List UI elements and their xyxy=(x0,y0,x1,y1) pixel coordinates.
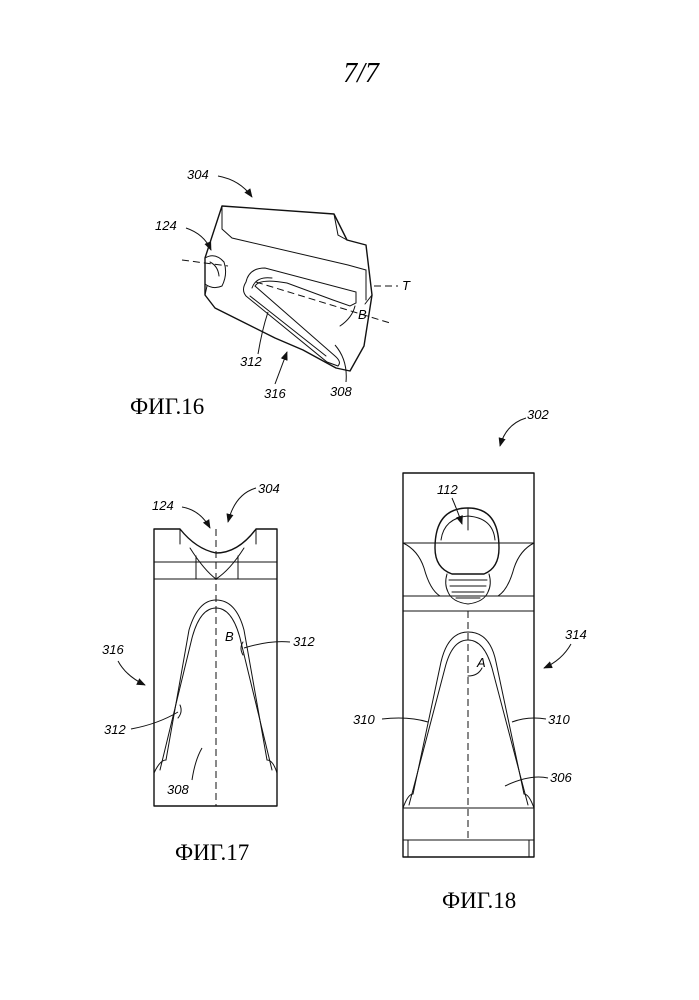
fig16-label-view: 316 xyxy=(264,386,286,401)
fig18-label-edge-right: 310 xyxy=(548,712,570,727)
fig17-label-angle: B xyxy=(225,629,234,644)
fig17-leader-part xyxy=(228,488,256,522)
fig17-caption: ФИГ.17 xyxy=(175,840,249,865)
fig16-body-outline xyxy=(205,206,372,371)
fig18-screw-head xyxy=(435,508,499,574)
figure-17: 124 304 B 312 312 316 308 ФИГ.17 xyxy=(102,481,315,865)
fig18-leader-edge-left xyxy=(382,718,428,722)
fig16-leader-face xyxy=(335,345,346,382)
fig16-notch xyxy=(205,256,226,288)
fig16-label-axis-t: T xyxy=(402,278,411,293)
fig17-label-part: 304 xyxy=(258,481,280,496)
fig18-label-angle: A xyxy=(476,655,486,670)
fig17-leader-notch xyxy=(182,507,210,528)
fig16-label-angle: B xyxy=(358,307,367,322)
fig17-leader-edge-right xyxy=(244,642,290,648)
fig18-leader-assembly xyxy=(500,418,526,446)
fig17-label-view: 316 xyxy=(102,642,124,657)
fig17-label-notch: 124 xyxy=(152,498,174,513)
fig18-label-face: 306 xyxy=(550,770,572,785)
fig17-label-edge-right: 312 xyxy=(293,634,315,649)
fig17-label-edge-left: 312 xyxy=(104,722,126,737)
fig18-screw-seat xyxy=(403,543,534,596)
fig17-leader-face xyxy=(192,748,202,780)
fig17-edge-marker-left xyxy=(178,705,181,718)
fig18-leader-face xyxy=(505,777,548,786)
fig18-label-screw: 112 xyxy=(437,482,458,497)
fig16-label-face: 308 xyxy=(330,384,352,399)
fig18-label-edge-left: 310 xyxy=(353,712,375,727)
fig16-leader-view xyxy=(275,352,287,384)
fig16-label-edge: 312 xyxy=(240,354,262,369)
figure-18: 302 112 314 A 310 310 306 ФИГ.18 xyxy=(353,407,587,913)
fig16-leader-notch xyxy=(186,228,211,250)
fig16-leader-part xyxy=(218,176,252,197)
fig16-notch-inner xyxy=(205,262,219,295)
fig16-label-part: 304 xyxy=(187,167,209,182)
figure-16: 304 124 T B 312 316 308 ФИГ.16 xyxy=(130,167,411,419)
fig18-caption: ФИГ.18 xyxy=(442,888,516,913)
fig18-leader-view xyxy=(544,644,571,668)
fig18-label-view: 314 xyxy=(565,627,587,642)
fig18-bottom-chamfer xyxy=(408,840,529,857)
fig18-label-assembly: 302 xyxy=(527,407,549,422)
page-number: 7/7 xyxy=(343,58,380,89)
fig16-angle-arc xyxy=(340,306,355,326)
fig18-screw-thread xyxy=(446,574,491,604)
fig16-caption: ФИГ.16 xyxy=(130,394,204,419)
fig17-leader-view xyxy=(118,661,145,685)
fig16-label-notch: 124 xyxy=(155,218,177,233)
fig18-leader-edge-right xyxy=(512,718,546,722)
fig17-label-face: 308 xyxy=(167,782,189,797)
